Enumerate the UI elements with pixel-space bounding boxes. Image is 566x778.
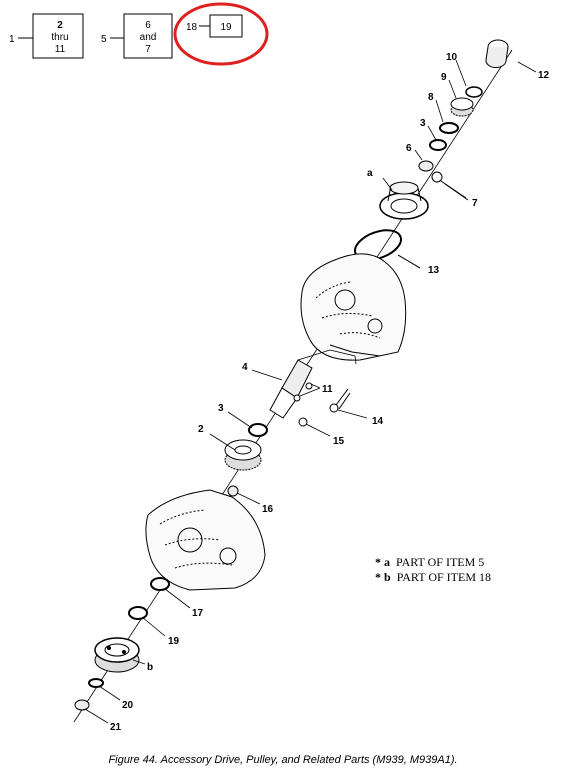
part-upper-housing	[300, 253, 407, 361]
callout-19: 19	[168, 636, 180, 647]
callout-3-lower: 3	[218, 403, 224, 414]
callout-14: 14	[372, 416, 384, 427]
part-6	[418, 160, 434, 172]
callout-a: a	[367, 168, 373, 179]
part-17	[150, 577, 170, 591]
index-box-1-line3: 11	[55, 44, 66, 55]
index-box-5: 5 6 and 7	[101, 13, 173, 59]
part-10	[465, 86, 483, 98]
callout-20: 20	[122, 700, 134, 711]
part-16	[227, 485, 239, 497]
callout-2: 2	[198, 424, 204, 435]
callout-4: 4	[242, 362, 248, 373]
part-15	[298, 417, 308, 427]
index-box-5-line3: 7	[145, 44, 151, 55]
part-shaft-4	[269, 359, 313, 419]
index-box-1-line2: thru	[51, 32, 68, 43]
index-box-1: 1 2 thru 11	[9, 13, 84, 59]
callout-10: 10	[446, 52, 458, 63]
callout-11: 11	[322, 384, 333, 395]
callout-13: 13	[428, 265, 440, 276]
callout-labels: 12 10 9 8 3 6 a 7 13 4 11 14 3 15 2 16 1…	[110, 52, 550, 733]
callout-3-upper: 3	[420, 118, 426, 129]
part-8	[439, 122, 459, 134]
note-a-marker: * a	[375, 555, 390, 569]
figure-caption: Figure 44. Accessory Drive, Pulley, and …	[108, 754, 458, 766]
note-b: * b PART OF ITEM 18	[375, 570, 491, 585]
part-sleeve-12	[485, 39, 509, 68]
leader-lines	[84, 59, 537, 724]
part-3-upper	[429, 139, 447, 151]
index-box-5-line1: 6	[145, 20, 151, 31]
note-b-marker: * b	[375, 570, 391, 584]
index-box-1-line1: 2	[57, 20, 63, 31]
note-a: * a PART OF ITEM 5	[375, 555, 484, 570]
note-b-text: PART OF ITEM 18	[396, 570, 491, 584]
part-21	[74, 699, 90, 711]
index-ref-18: 18	[186, 22, 198, 33]
index-box-18-line1: 19	[220, 22, 232, 33]
part-7	[431, 171, 467, 199]
callout-15: 15	[333, 436, 345, 447]
callout-7: 7	[472, 198, 478, 209]
index-box-18: 18 19	[186, 14, 243, 38]
highlight-circle	[173, 2, 269, 66]
part-screw-14	[329, 388, 351, 413]
callout-21: 21	[110, 722, 122, 733]
part-pulley-18	[94, 637, 140, 673]
part-19	[128, 606, 148, 620]
callout-17: 17	[192, 608, 204, 619]
part-lower-housing	[145, 489, 266, 591]
part-flange-a	[379, 181, 429, 220]
part-gear-2	[224, 439, 262, 471]
part-balls-11	[293, 382, 313, 402]
index-box-5-line2: and	[140, 32, 157, 43]
part-3-lower	[248, 423, 268, 437]
note-a-text: PART OF ITEM 5	[396, 555, 485, 569]
callout-6: 6	[406, 143, 412, 154]
callout-8: 8	[428, 92, 434, 103]
callout-16: 16	[262, 504, 274, 515]
part-gear-9	[450, 97, 474, 117]
index-ref-1: 1	[9, 34, 15, 45]
callout-9: 9	[441, 72, 447, 83]
callout-b: b	[147, 662, 153, 673]
part-20	[88, 678, 104, 688]
index-ref-5: 5	[101, 34, 107, 45]
callout-12: 12	[538, 70, 550, 81]
